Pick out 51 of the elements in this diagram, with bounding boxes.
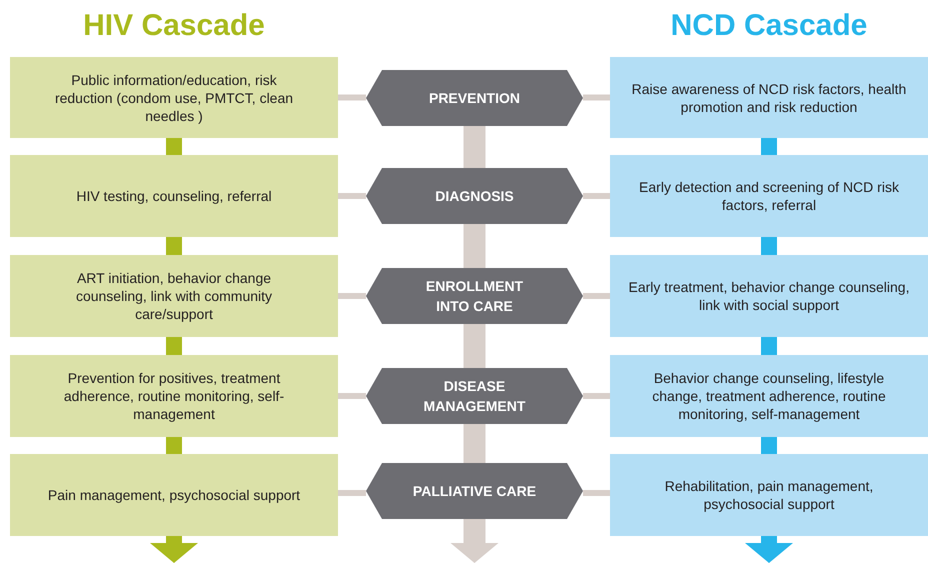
connector-bar [583,293,610,299]
stage-box [10,155,338,237]
connector-bar [583,393,610,399]
box-text: Early treatment, behavior change counseling, link with social support [628,278,910,314]
connector-bar [166,337,182,355]
stage-box [10,57,338,138]
connector-bar [166,237,182,255]
connector-bar [464,324,486,368]
connector-bar [464,224,486,268]
stage-box [610,57,928,138]
connector-bar [464,126,486,168]
stage-box [10,454,338,536]
connector-bar [761,138,777,155]
stage-label: ENROLLMENT INTO CARE [424,277,524,316]
box-text: ART initiation, behavior change counseling, link with community care/support [74,269,274,323]
box-text: Pain management, psychosocial support [48,486,300,504]
box-text: HIV testing, counseling, referral [76,187,272,205]
stage-label: DIAGNOSIS [434,187,515,206]
stage-label: PALLIATIVE CARE [412,482,538,501]
connector-bar [338,193,366,199]
connector-bar [166,437,182,454]
stage-label: DISEASE MANAGEMENT [422,377,526,416]
connector-bar [583,193,610,199]
connector-bar [338,293,366,299]
stage-box [610,355,928,437]
connector-bar [338,94,366,100]
stage-box [610,155,928,237]
stage-box [610,255,928,337]
connector-bar [761,237,777,255]
connector-bar [761,337,777,355]
connector-bar [338,393,366,399]
arrow [745,536,793,563]
stage-box [10,255,338,337]
connector-bar [583,490,610,496]
connector-bar [166,138,182,155]
box-text: Rehabilitation, pain management, psychosocial support [664,477,874,513]
column-heading: HIV Cascade [82,8,266,44]
connector-bar [761,437,777,454]
column-heading: NCD Cascade [670,8,868,44]
stage-label: PREVENTION [428,88,521,108]
box-text: Behavior change counseling, lifestyle change, treatment adherence, routine monitoring, self-management [651,369,887,423]
arrow [450,519,498,563]
stage-box [610,454,928,536]
connector-bar [583,94,610,100]
stage-box [10,355,338,437]
box-text: Public information/education, risk reduction (condom use, PMTCT, clean needles ) [54,70,294,124]
box-text: Early detection and screening of NCD risk factors, referral [638,178,900,214]
box-text: Prevention for positives, treatment adherence, routine monitoring, self-management [62,369,286,423]
connector-bar [338,490,366,496]
arrow [150,536,198,563]
box-text: Raise awareness of NCD risk factors, health promotion and risk reduction [630,80,908,116]
